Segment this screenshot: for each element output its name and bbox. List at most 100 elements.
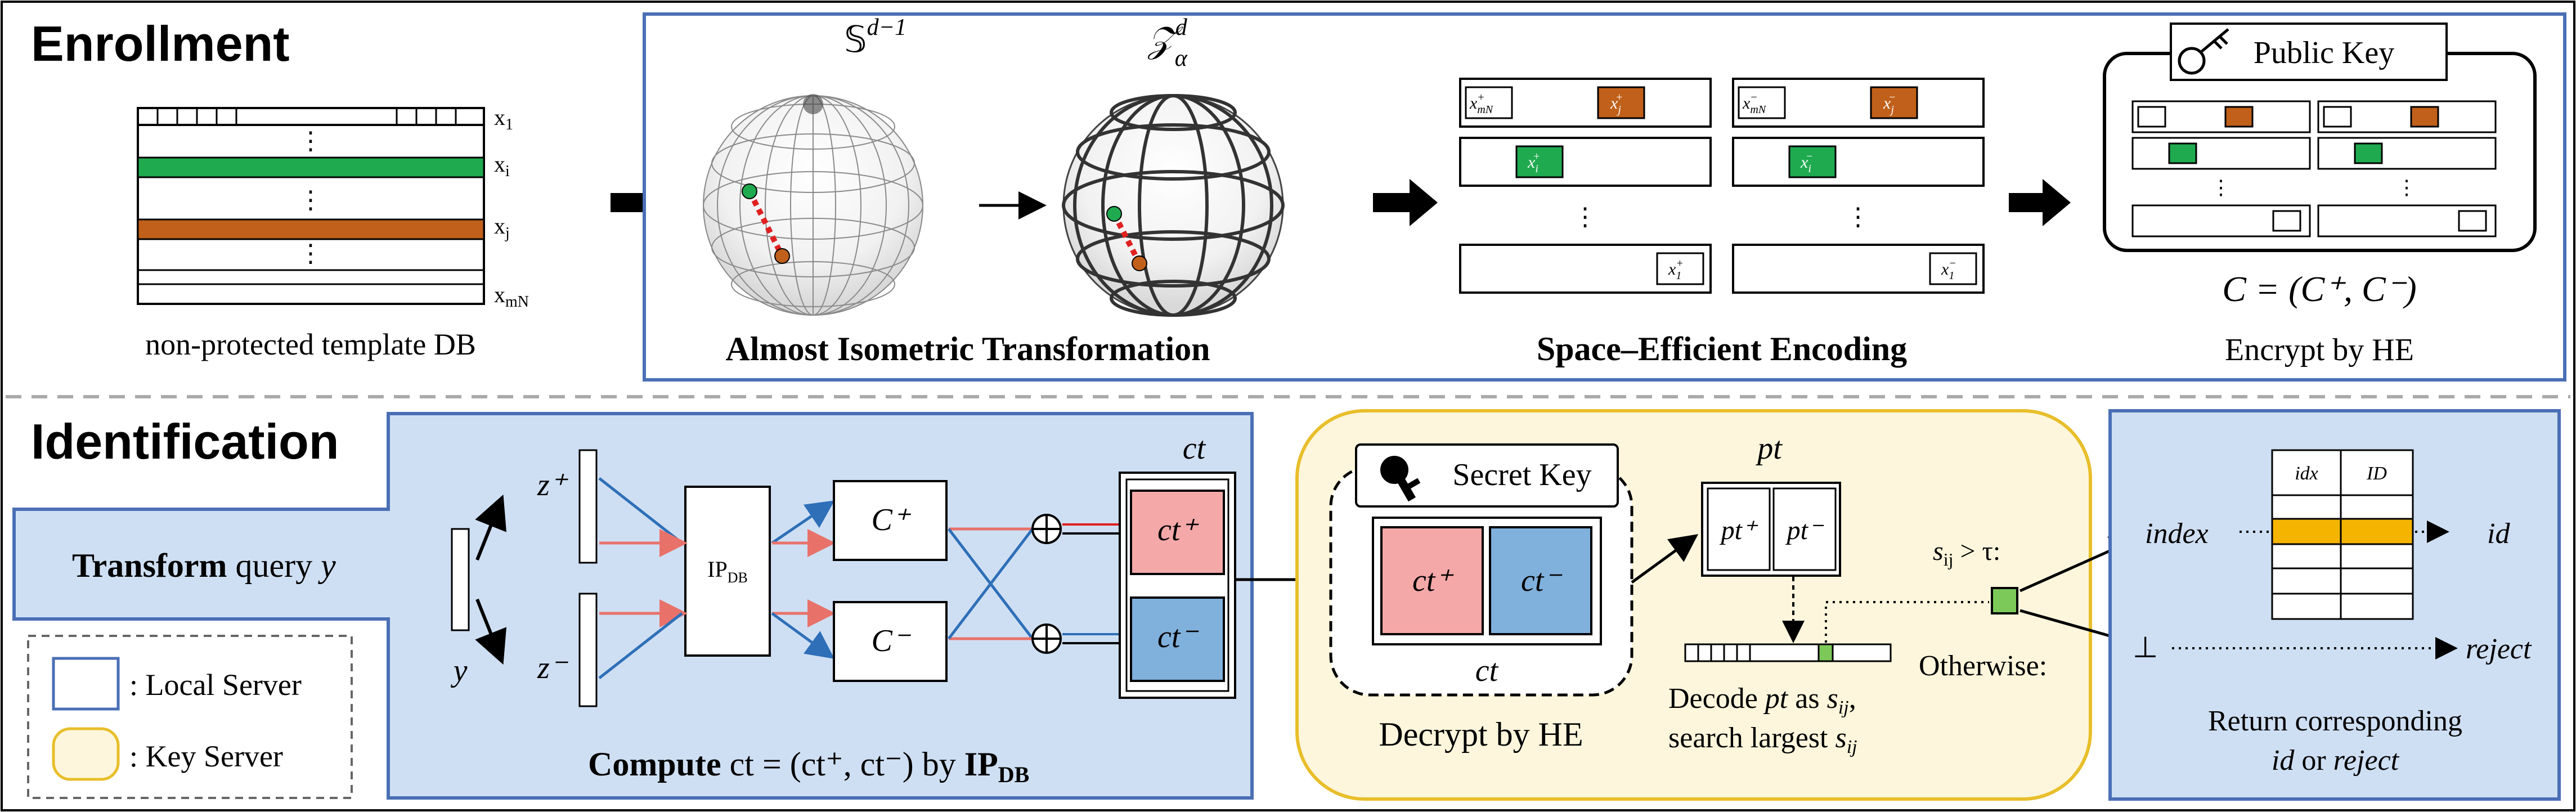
key-icon — [1380, 456, 1421, 502]
flow-arrow — [2009, 179, 2071, 226]
legend-key-label: : Key Server — [129, 739, 283, 773]
c-plus-label: C⁺ — [872, 503, 912, 537]
svg-text:xj−: xj− — [1883, 91, 1896, 116]
dec-ct-plus-box — [1380, 526, 1484, 635]
db-caption: non-protected template DB — [145, 328, 476, 361]
id-table: idx ID — [2271, 449, 2414, 620]
z-minus-label: z⁻ — [537, 651, 569, 685]
db-dots: ⋮ — [298, 240, 323, 267]
encoding-plus: xmN+ xj+ xi+ ⋮ x1+ — [1459, 78, 1712, 294]
compute-caption: Compute ct = (ct⁺, ct⁻) by IPDB — [588, 746, 1029, 787]
secret-key-badge — [1355, 443, 1619, 508]
db-row-xi — [137, 156, 485, 178]
public-key-db: Public Key ⋮ ⋮ — [2103, 23, 2537, 252]
point-green — [742, 183, 757, 199]
encrypt-caption: Encrypt by HE — [2225, 333, 2414, 367]
svg-text:xi+: xi+ — [1527, 150, 1540, 175]
decode-text-1: Decode pt as sij, — [1668, 683, 1856, 718]
svg-text:⋮: ⋮ — [2211, 176, 2231, 199]
decoded-bar — [1684, 643, 1892, 662]
pt-minus-box — [1772, 487, 1837, 571]
transform-query: Transform query y — [72, 547, 336, 584]
legend-key-swatch — [52, 727, 120, 781]
db-row-x1 — [137, 107, 485, 126]
legend-local-label: : Local Server — [129, 668, 302, 702]
z-plus-vector — [578, 449, 598, 564]
table-header: ID — [2366, 463, 2387, 484]
dec-ct-minus-box — [1489, 526, 1592, 635]
ct-plus-box — [1130, 490, 1225, 575]
return-text-2: id or reject — [2272, 744, 2400, 777]
sphere1-label: 𝕊d−1 — [844, 15, 906, 60]
decrypt-caption: Decrypt by HE — [1379, 716, 1583, 753]
ct-box-label: ct — [1475, 653, 1499, 688]
svg-text:x1−: x1− — [1941, 257, 1956, 282]
c-minus-box — [833, 601, 948, 682]
db-frame — [137, 107, 485, 305]
key-icon — [2178, 28, 2229, 75]
svg-text:⋮: ⋮ — [1846, 203, 1870, 231]
pt-plus-label: pt⁺ — [1720, 515, 1758, 545]
z-minus-vector — [578, 593, 598, 707]
plus-circle-icon — [1031, 623, 1062, 654]
db-row-label: xmN — [494, 282, 529, 311]
index-label: index — [2145, 518, 2209, 550]
point-orange — [774, 248, 790, 264]
db-dots: ⋮ — [298, 127, 323, 155]
ct-plus-label: ct⁺ — [1157, 513, 1199, 548]
identification-title: Identification — [31, 414, 339, 469]
pt-plus-box — [1707, 487, 1771, 571]
largest-score-marker — [1817, 643, 1834, 662]
legend-local-swatch — [52, 657, 120, 711]
ct-minus-label: ct⁻ — [1157, 620, 1199, 654]
y-label: y — [451, 653, 468, 688]
decode-text-2: search largest sij — [1668, 722, 1857, 757]
svg-text:⋮: ⋮ — [2397, 176, 2417, 199]
id-table-highlight — [2271, 518, 2414, 545]
reject-label: reject — [2466, 633, 2532, 665]
id-label: id — [2487, 518, 2510, 550]
ipdb-box — [684, 486, 771, 657]
sphere-unit: 𝕊d−1 — [703, 15, 923, 316]
pt-minus-label: pt⁻ — [1785, 515, 1824, 545]
c-minus-label: C⁻ — [872, 623, 912, 658]
svg-text:xmN+: xmN+ — [1469, 91, 1494, 116]
bottom-symbol: ⊥ — [2133, 632, 2158, 664]
public-key-badge — [2170, 23, 2448, 81]
cipher-formula: C = (C⁺, C⁻) — [2222, 269, 2416, 309]
svg-text:x1+: x1+ — [1668, 257, 1684, 282]
y-vector — [451, 528, 470, 631]
enrollment-title: Enrollment — [31, 16, 290, 71]
plus-circle-icon — [1031, 514, 1062, 544]
db-row-xj — [137, 218, 485, 240]
return-text-1: Return corresponding — [2208, 705, 2462, 737]
point-green — [1106, 206, 1122, 222]
public-key-label: Public Key — [2254, 35, 2394, 70]
encoding-minus: xmN− xj− xi− ⋮ x1− — [1732, 78, 1985, 294]
secret-key-label: Secret Key — [1452, 457, 1591, 492]
distance-dotted — [747, 190, 785, 258]
svg-text:xj+: xj+ — [1610, 91, 1623, 116]
transform-caption: Almost Isometric Transformation — [726, 330, 1210, 367]
template-db: ⋮ ⋮ ⋮ x1 xi xj xmN non-protected templat… — [137, 105, 529, 361]
pt-top-label: pt — [1755, 431, 1783, 466]
legend: : Local Server : Key Server — [27, 635, 353, 799]
flow-arrow — [1373, 179, 1438, 226]
z-plus-label: z⁺ — [537, 468, 569, 503]
table-header: idx — [2295, 463, 2318, 484]
db-row-label: x1 — [494, 105, 513, 133]
ct-top-label: ct — [1183, 431, 1206, 466]
db-dots: ⋮ — [298, 186, 323, 214]
svg-text:⋮: ⋮ — [1573, 203, 1597, 231]
db-row-label: xi — [494, 151, 510, 180]
decision-node — [1991, 587, 2018, 614]
ct-minus-box — [1130, 596, 1225, 682]
dec-ct-minus-label: ct⁻ — [1521, 563, 1563, 598]
point-orange — [1132, 255, 1147, 271]
svg-text:xi−: xi− — [1800, 150, 1813, 175]
svg-text:xmN−: xmN− — [1742, 91, 1767, 116]
threshold-condition: sij > τ: — [1933, 536, 2000, 569]
